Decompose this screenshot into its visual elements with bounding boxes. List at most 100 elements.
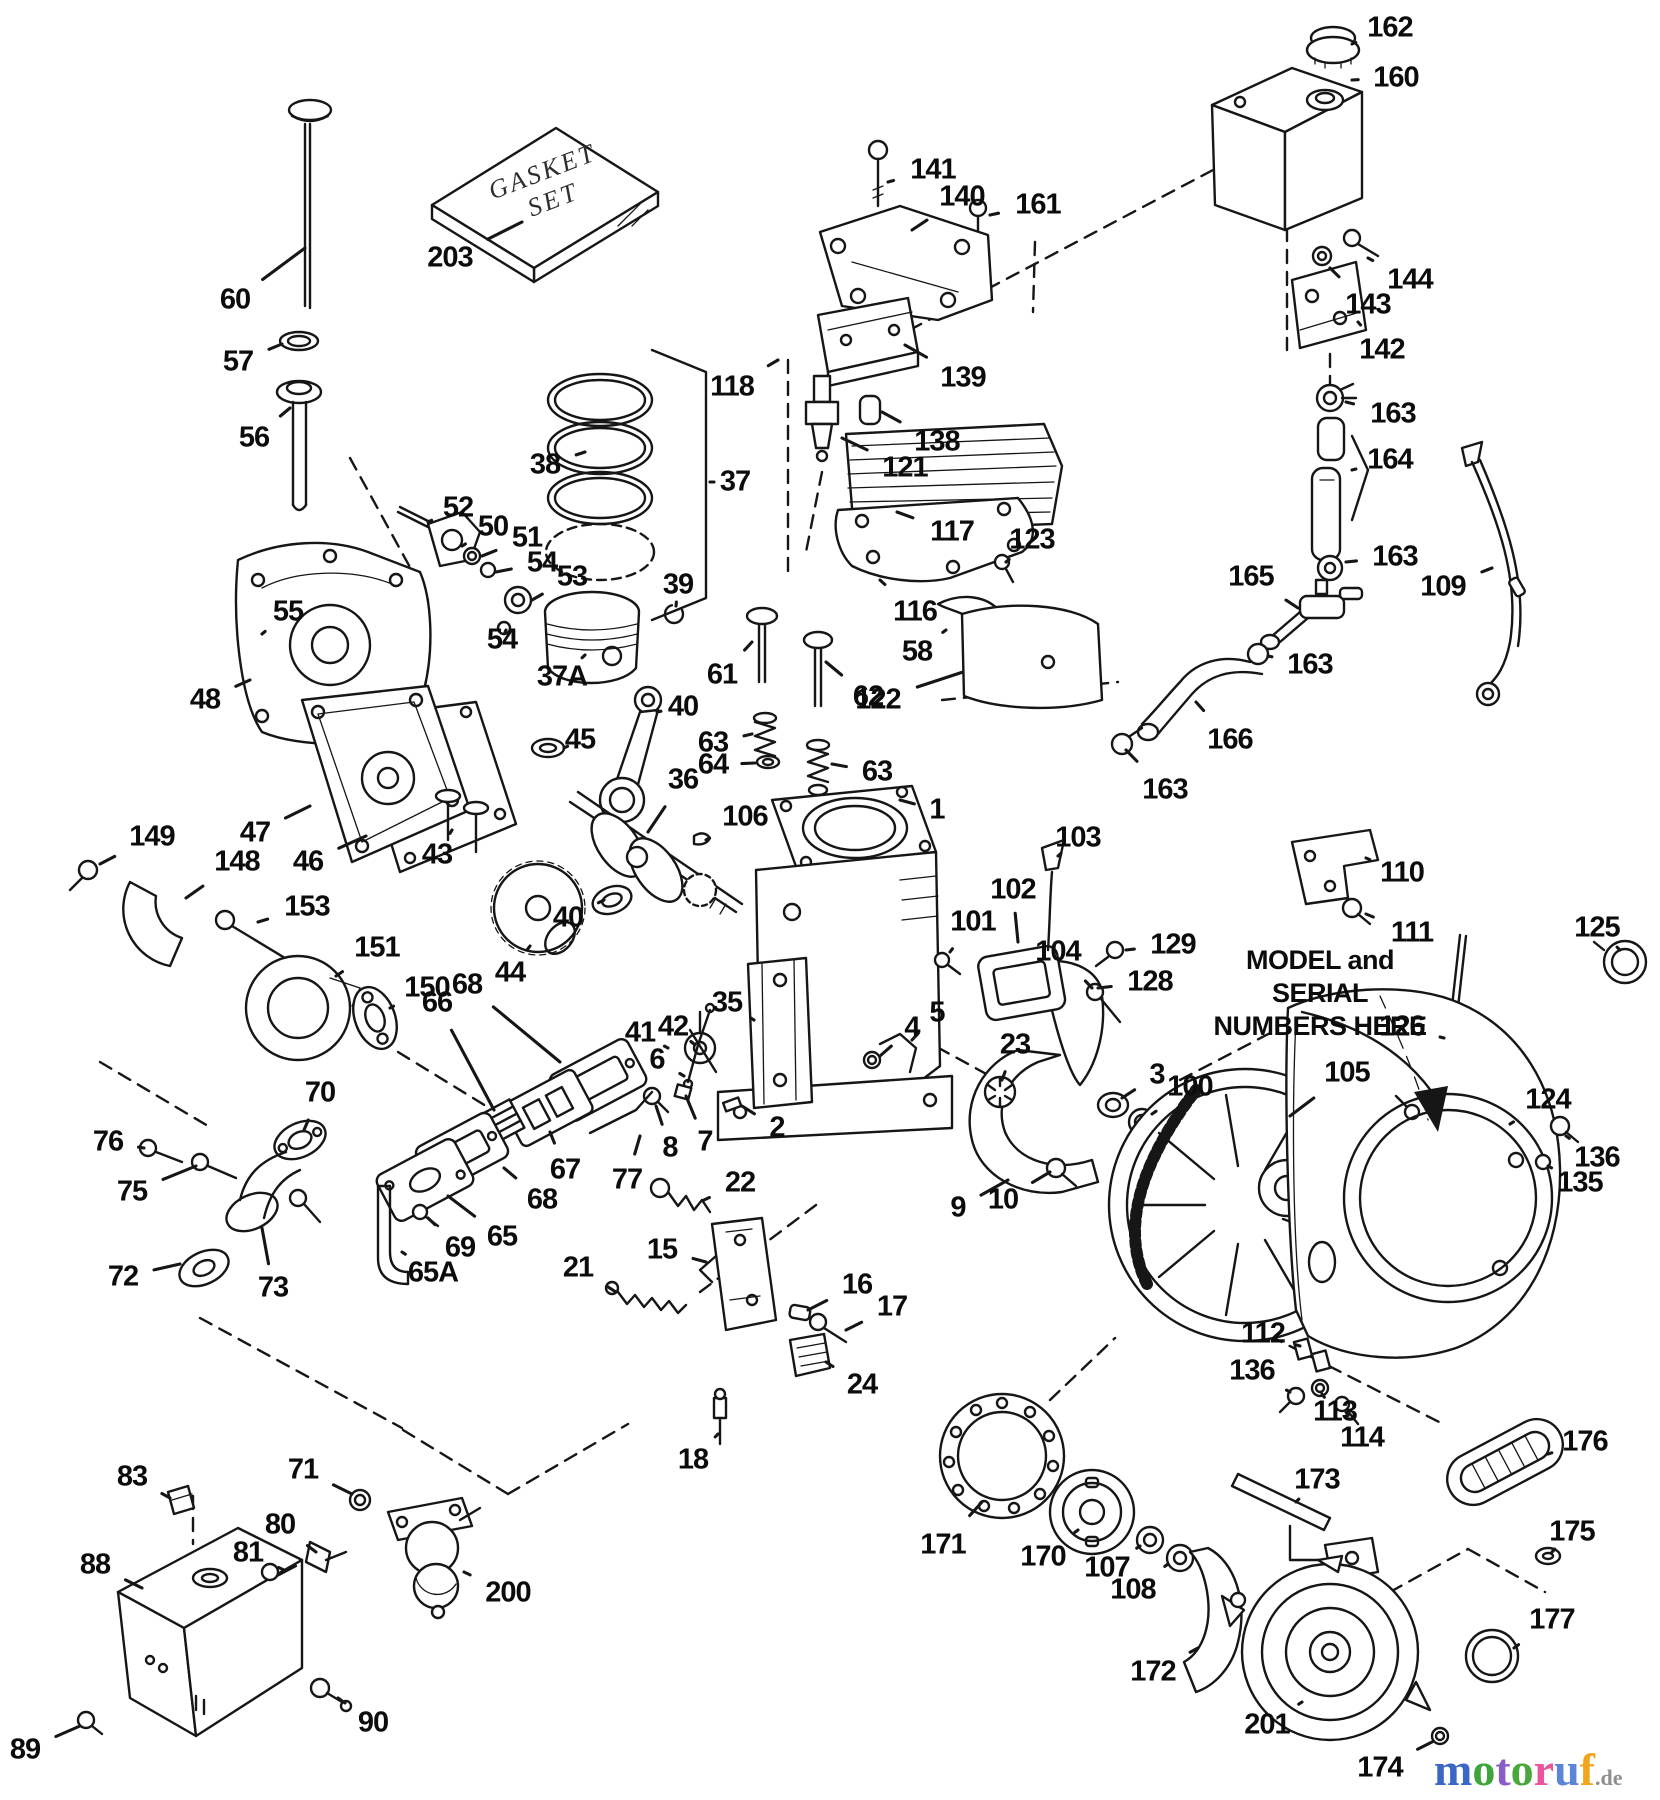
part-label-140: 140 <box>939 180 985 213</box>
part-label-56: 56 <box>238 421 270 454</box>
part-label-47: 47 <box>239 816 271 849</box>
part-label-68: 68 <box>526 1183 558 1216</box>
blower-housing-drawing <box>1278 988 1580 1426</box>
part-label-109: 109 <box>1420 570 1466 603</box>
dipstick-drawing <box>275 98 333 512</box>
part-label-177: 177 <box>1529 1603 1575 1636</box>
part-label-165: 165 <box>1228 560 1274 593</box>
part-label-163: 163 <box>1287 648 1333 681</box>
part-label-142: 142 <box>1359 333 1405 366</box>
part-label-60: 60 <box>219 283 251 316</box>
part-label-151: 151 <box>354 931 400 964</box>
part-label-136: 136 <box>1574 1141 1620 1174</box>
part-label-123: 123 <box>1009 523 1055 556</box>
model-serial-arrow <box>1300 1010 1448 1132</box>
part-label-163: 163 <box>1142 773 1188 806</box>
governor-linkage-drawing <box>642 956 918 1114</box>
part-label-153: 153 <box>284 890 330 923</box>
part-label-22: 22 <box>724 1166 756 1199</box>
model-serial-note: MODEL and SERIAL NUMBERS HERE <box>1196 944 1444 1043</box>
part-label-18: 18 <box>677 1443 709 1476</box>
part-label-66: 66 <box>421 986 453 1019</box>
motoruf-logo-letter: o <box>1510 1744 1534 1795</box>
part-label-117: 117 <box>930 515 975 548</box>
crankcase-drawing <box>234 541 518 874</box>
motoruf-logo: motoruf.de <box>1434 1746 1623 1800</box>
part-label-63: 63 <box>697 726 729 759</box>
part-label-104: 104 <box>1035 935 1081 968</box>
part-label-43: 43 <box>421 838 453 871</box>
part-label-44: 44 <box>494 956 526 989</box>
part-label-42: 42 <box>657 1010 689 1043</box>
bearing-muffler-drawing <box>68 859 398 1062</box>
part-label-150: 150 <box>404 971 450 1004</box>
part-label-58: 58 <box>901 635 933 668</box>
part-label-16: 16 <box>841 1268 873 1301</box>
part-label-111: 111 <box>1390 916 1434 949</box>
ignition-drawing <box>933 838 1125 1087</box>
part-label-100: 100 <box>1167 1070 1213 1103</box>
kill-wire-drawing <box>1446 440 1648 1045</box>
part-label-21: 21 <box>562 1251 594 1284</box>
part-label-114: 114 <box>1340 1421 1385 1454</box>
model-serial-note-line2: NUMBERS HERE <box>1213 1011 1427 1041</box>
part-label-37: 37 <box>719 465 751 498</box>
part-label-70: 70 <box>304 1076 336 1109</box>
part-label-57: 57 <box>222 345 254 378</box>
part-label-124: 124 <box>1525 1083 1571 1116</box>
part-label-65: 65 <box>486 1220 518 1253</box>
part-label-125: 125 <box>1574 911 1620 944</box>
part-label-138: 138 <box>914 425 960 458</box>
part-label-3: 3 <box>1149 1058 1165 1091</box>
part-label-170: 170 <box>1020 1540 1066 1573</box>
part-label-40: 40 <box>552 901 584 934</box>
motoruf-logo-letter: r <box>1533 1744 1555 1795</box>
part-label-36: 36 <box>667 763 699 796</box>
cylinder-head-drawing <box>804 374 1104 710</box>
part-label-53: 53 <box>556 560 588 593</box>
valves-springs-drawing <box>745 606 834 797</box>
part-label-50: 50 <box>477 510 509 543</box>
part-label-129: 129 <box>1150 928 1196 961</box>
part-label-172: 172 <box>1130 1655 1176 1688</box>
part-label-45: 45 <box>564 723 596 756</box>
motoruf-logo-letter: o <box>1472 1744 1496 1795</box>
part-label-52: 52 <box>442 491 474 524</box>
part-label-2: 2 <box>769 1111 785 1144</box>
part-label-171: 171 <box>920 1528 966 1561</box>
part-label-163: 163 <box>1372 540 1418 573</box>
recoil-starter-drawing <box>938 1392 1564 1746</box>
part-label-122: 122 <box>855 683 901 716</box>
part-label-69: 69 <box>444 1231 476 1264</box>
part-label-148: 148 <box>214 845 260 878</box>
part-label-136: 136 <box>1229 1354 1275 1387</box>
part-label-7: 7 <box>697 1125 713 1158</box>
part-label-160: 160 <box>1373 61 1419 94</box>
reed-stack-drawing <box>375 1038 648 1286</box>
part-label-107: 107 <box>1084 1551 1130 1584</box>
part-label-61: 61 <box>706 658 738 691</box>
part-label-38: 38 <box>529 448 561 481</box>
part-label-23: 23 <box>999 1028 1031 1061</box>
part-label-35: 35 <box>711 986 743 1019</box>
part-label-89: 89 <box>9 1733 41 1766</box>
part-label-101: 101 <box>950 905 996 938</box>
part-label-121: 121 <box>882 451 928 484</box>
part-label-203: 203 <box>427 241 473 274</box>
part-label-67: 67 <box>549 1153 581 1186</box>
fuel-line-drawing <box>1110 382 1370 756</box>
carburetor-tank-drawing <box>76 1484 482 1738</box>
part-label-15: 15 <box>646 1233 678 1266</box>
fuel-tank-drawing <box>1210 25 1380 350</box>
part-label-9: 9 <box>950 1191 966 1224</box>
motoruf-logo-letter: f <box>1579 1744 1595 1795</box>
gasket-set-book-drawing <box>430 126 660 284</box>
part-label-106: 106 <box>722 800 768 833</box>
part-label-10: 10 <box>987 1183 1019 1216</box>
part-label-39: 39 <box>662 568 694 601</box>
part-label-65A: 65A <box>407 1256 459 1289</box>
part-label-51: 51 <box>511 521 543 554</box>
part-label-103: 103 <box>1055 821 1101 854</box>
